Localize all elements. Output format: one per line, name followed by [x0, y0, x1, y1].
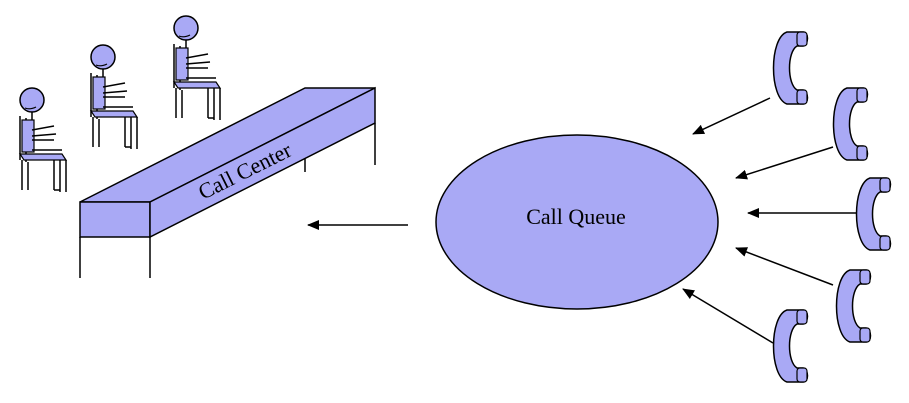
- call-queue-ellipse: [435, 134, 719, 310]
- phone-icon: [835, 269, 872, 343]
- phone-icon: [772, 31, 809, 105]
- desk-front: [79, 201, 151, 238]
- agent-figure: [19, 87, 67, 193]
- agent-figure: [90, 44, 138, 150]
- phone-icon: [772, 309, 809, 383]
- phone-icon: [855, 177, 892, 251]
- phone-icon: [832, 87, 869, 161]
- agent-figure: [173, 15, 221, 121]
- incoming-call-arrow: [692, 97, 771, 135]
- incoming-call-arrows: [682, 97, 857, 344]
- call-queue: Call Queue: [435, 134, 719, 310]
- call-queue-label: Call Queue: [526, 204, 626, 229]
- phones-group: [772, 31, 892, 383]
- incoming-call-arrow: [682, 288, 774, 344]
- incoming-call-arrow: [735, 146, 834, 180]
- incoming-call-arrow: [735, 247, 834, 286]
